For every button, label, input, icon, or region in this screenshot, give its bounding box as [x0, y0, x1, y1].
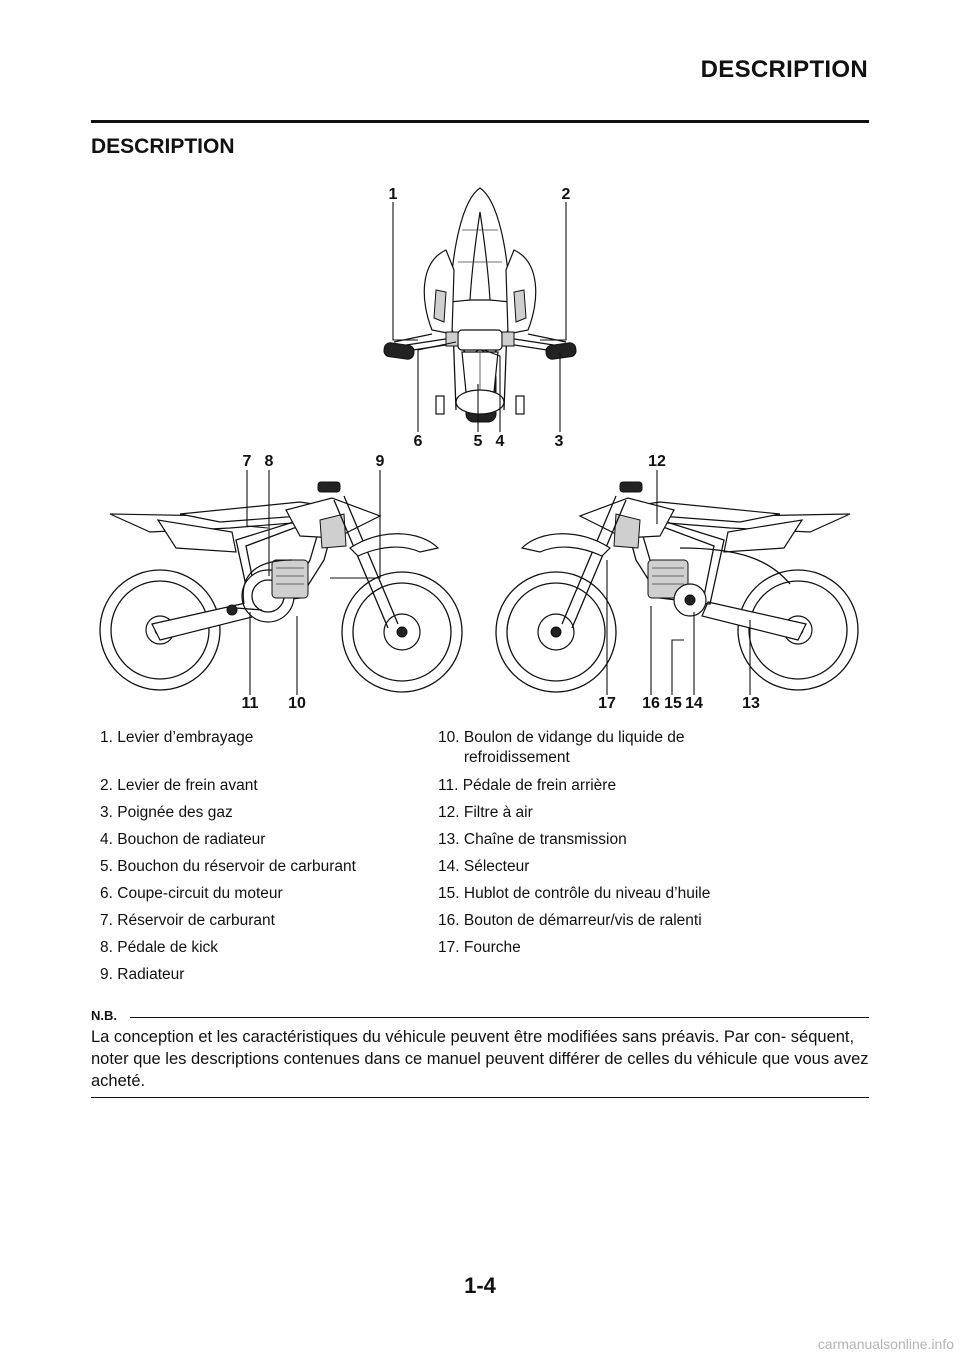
- legend-number: 7.: [100, 912, 113, 929]
- legend-number: 9.: [100, 966, 113, 983]
- motorcycle-diagram: 1 2 6 5 4 3: [99, 186, 859, 712]
- legend-number: 13.: [438, 831, 460, 848]
- legend-number: 5.: [100, 858, 113, 875]
- legend-text: Chaîne de transmission: [463, 831, 627, 848]
- legend-item: 10. Boulon de vidange du liquide de refr…: [438, 728, 734, 768]
- legend-number: 1.: [100, 729, 113, 746]
- legend-item: 2. Levier de frein avant: [100, 776, 258, 796]
- legend-number: 6.: [100, 885, 113, 902]
- page-header-title: DESCRIPTION: [700, 56, 868, 83]
- legend-item: 4. Bouchon de radiateur: [100, 830, 265, 850]
- legend-item: 11. Pédale de frein arrière: [438, 776, 616, 796]
- legend-number: 3.: [100, 804, 113, 821]
- watermark: carmanualsonline.info: [817, 1336, 954, 1352]
- figure-label: 3: [555, 433, 564, 450]
- legend-number: 2.: [100, 777, 113, 794]
- figure-label: 1: [389, 186, 398, 203]
- legend-number: 16.: [438, 912, 460, 929]
- legend-number: 12.: [438, 804, 460, 821]
- left-side-view-illustration: [99, 481, 463, 693]
- figure-label: 16: [642, 695, 660, 712]
- figure-label: 9: [376, 453, 385, 470]
- legend-text: Boulon de vidange du liquide de refroidi…: [463, 729, 685, 766]
- legend-number: 11.: [438, 777, 459, 794]
- figure-label: 4: [496, 433, 505, 450]
- figure-label: 15: [664, 695, 682, 712]
- legend-text: Sélecteur: [463, 858, 530, 875]
- note-label: N.B.: [91, 1008, 117, 1023]
- legend-text: Levier d’embrayage: [117, 729, 254, 746]
- front-view-illustration: [383, 187, 577, 423]
- legend-item: 9. Radiateur: [100, 965, 184, 985]
- legend-number: 15.: [438, 885, 460, 902]
- figure-label: 10: [288, 695, 306, 712]
- legend-number: 14.: [438, 858, 460, 875]
- section-title: DESCRIPTION: [91, 135, 235, 158]
- legend-text: Radiateur: [117, 966, 185, 983]
- legend-item: 5. Bouchon du réservoir de carburant: [100, 857, 356, 877]
- figure-label: 13: [742, 695, 760, 712]
- legend-text: Coupe-circuit du moteur: [117, 885, 283, 902]
- legend-item: 13. Chaîne de transmission: [438, 830, 627, 850]
- legend-number: 10.: [438, 729, 460, 746]
- legend-item: 1. Levier d’embrayage: [100, 728, 253, 748]
- legend-item: 8. Pédale de kick: [100, 938, 218, 958]
- figure-label: 2: [562, 186, 571, 203]
- figure-label: 7: [243, 453, 252, 470]
- legend-item: 17. Fourche: [438, 938, 521, 958]
- legend-text: Bouton de démarreur/vis de ralenti: [463, 912, 702, 929]
- legend-item: 16. Bouton de démarreur/vis de ralenti: [438, 911, 702, 931]
- figure-label: 12: [648, 453, 666, 470]
- legend-text: Levier de frein avant: [117, 777, 258, 794]
- figure-label: 14: [685, 695, 703, 712]
- legend-item: 12. Filtre à air: [438, 803, 533, 823]
- legend-item: 6. Coupe-circuit du moteur: [100, 884, 283, 904]
- right-side-view-illustration: [495, 481, 859, 693]
- legend-item: 3. Poignée des gaz: [100, 803, 233, 823]
- legend-text: Filtre à air: [463, 804, 533, 821]
- legend-text: Bouchon de radiateur: [117, 831, 266, 848]
- figure-label: 5: [474, 433, 483, 450]
- page-number: 1-4: [464, 1273, 496, 1298]
- legend-text: Bouchon du réservoir de carburant: [117, 858, 356, 875]
- note-rule: [130, 1017, 869, 1018]
- figure-label: 11: [242, 695, 259, 712]
- legend-text: Pédale de frein arrière: [462, 777, 617, 794]
- legend-text: Poignée des gaz: [117, 804, 233, 821]
- header-rule: [91, 120, 869, 123]
- legend-number: 17.: [438, 939, 460, 956]
- note-text: La conception et les caractéristiques du…: [91, 1028, 869, 1090]
- figure-label: 17: [598, 695, 616, 712]
- legend-text: Hublot de contrôle du niveau d’huile: [463, 885, 711, 902]
- legend-text: Pédale de kick: [117, 939, 219, 956]
- legend-number: 4.: [100, 831, 113, 848]
- legend-item: 7. Réservoir de carburant: [100, 911, 275, 931]
- legend-item: 14. Sélecteur: [438, 857, 529, 877]
- legend-text: Réservoir de carburant: [117, 912, 275, 929]
- note-bottom-rule: [91, 1097, 869, 1098]
- legend-number: 8.: [100, 939, 113, 956]
- legend-text: Fourche: [463, 939, 521, 956]
- figure-label: 6: [414, 433, 423, 450]
- legend-item: 15. Hublot de contrôle du niveau d’huile: [438, 884, 710, 904]
- figure-label: 8: [265, 453, 274, 470]
